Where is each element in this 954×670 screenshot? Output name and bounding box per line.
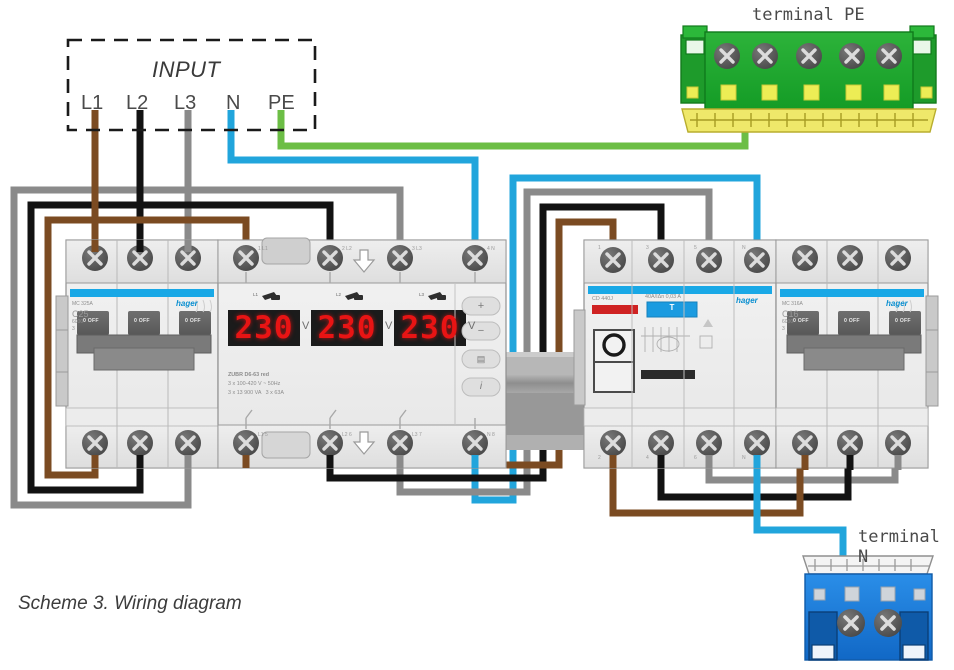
- device-mcb-right[interactable]: [775, 239, 939, 469]
- input-label-l1: L1: [81, 92, 104, 114]
- zubr-bottom-terminal-6: L2 6: [342, 432, 352, 438]
- rcd-terminal-screws[interactable]: [600, 247, 770, 456]
- zubr-display-l1: 230: [234, 310, 294, 346]
- wire-n-rcd-to-terminal: [753, 455, 847, 556]
- zubr-unit-l1: V: [302, 320, 310, 332]
- rcd-top-terminal-5: 5: [694, 245, 697, 251]
- terminal-n-block[interactable]: [802, 555, 934, 661]
- zubr-top-terminal-4: 4 N: [487, 246, 495, 252]
- zubr-bottom-terminal-7: L3 7: [412, 432, 422, 438]
- mcb-right-spec: 6000 3: [782, 319, 794, 333]
- mcb-right-cert-marks: [895, 299, 912, 313]
- zubr-phase-label-l1: L1: [253, 292, 259, 297]
- wire-l3-left-return: [10, 186, 404, 509]
- terminal-pe-block[interactable]: [680, 25, 937, 133]
- rcd-rating: 40A/IΔn 0,03 A: [645, 294, 681, 300]
- mcb-left-curve: C25: [72, 309, 89, 319]
- rcd-schematic-icon: [641, 319, 713, 352]
- mcb-right-type: MC 316A: [782, 301, 803, 307]
- plus-button[interactable]: +: [477, 300, 485, 312]
- zubr-display-l3: 230: [400, 310, 460, 346]
- mcb-left-toggles[interactable]: [76, 311, 212, 371]
- wire-l1-left-return: [44, 216, 250, 479]
- device-mcb-left[interactable]: [55, 239, 219, 469]
- mcb-left-terminal-screws[interactable]: [82, 245, 201, 456]
- zubr-phase-label-l3: L3: [419, 292, 425, 297]
- terminal-pe-screws[interactable]: [714, 43, 902, 69]
- terminal-n-screws[interactable]: [837, 609, 902, 637]
- wire-l3-zubr-to-rcd: [396, 188, 713, 496]
- mcb-left-toggle-label-1[interactable]: 0 OFF: [83, 318, 99, 324]
- zubr-spec-line-1: 3 x 100-420 V ~ 50Hz: [228, 381, 281, 387]
- input-label-l3: L3: [174, 92, 197, 114]
- rcd-top-terminal-n: N: [742, 245, 746, 251]
- zubr-unit-l2: V: [385, 320, 393, 332]
- terminal-n-comb-teeth: [808, 559, 929, 571]
- zubr-phase-label-l2: L2: [336, 292, 342, 297]
- rcd-bottom-terminal-2: 2: [598, 455, 601, 461]
- input-box-title: INPUT: [152, 57, 221, 82]
- minus-button[interactable]: −: [477, 325, 485, 337]
- mcb-left-type: MC 325A: [72, 301, 93, 307]
- mcb-left-toggle-label-2[interactable]: 0 OFF: [134, 318, 150, 324]
- rcd-bottom-terminal-n: N: [742, 455, 746, 461]
- mcb-left-spec: 6000 3: [72, 319, 84, 333]
- zubr-display-l2: 230: [317, 310, 377, 346]
- zubr-internal-leads: [245, 272, 476, 429]
- mcb-right-brand: hager: [886, 299, 908, 308]
- zubr-terminal-screws[interactable]: [233, 245, 488, 456]
- input-label-n: N: [226, 92, 241, 114]
- terminal-n-pads: [813, 586, 926, 602]
- zubr-top-terminal-3: 3 L3: [412, 246, 422, 252]
- rcd-test-button-label[interactable]: T: [669, 303, 675, 312]
- zubr-top-terminal-1: 1 L1: [258, 246, 268, 252]
- figure-caption: Scheme 3. Wiring diagram: [18, 593, 242, 614]
- zubr-model-line: ZUBR D6-63 red: [228, 372, 270, 378]
- rcd-bottom-terminal-6: 6: [694, 455, 697, 461]
- zubr-displays: [228, 310, 466, 346]
- zubr-bottom-terminal-5: L1 5: [258, 432, 268, 438]
- rcd-brand: hager: [736, 296, 758, 305]
- zubr-bottom-terminal-8: N 8: [487, 432, 495, 438]
- input-label-pe: PE: [268, 92, 295, 114]
- menu-button[interactable]: ▤: [476, 354, 486, 364]
- rcd-bottom-terminal-4: 4: [646, 455, 649, 461]
- terminal-pe-pads: [686, 84, 933, 101]
- terminal-pe-comb-teeth: [690, 113, 928, 127]
- device-rcd[interactable]: [573, 239, 777, 469]
- terminal-pe-caption: terminal PE: [752, 5, 865, 25]
- mcb-right-toggle-label-1[interactable]: 0 OFF: [793, 318, 809, 324]
- zubr-buttons[interactable]: [461, 296, 501, 397]
- wire-pe-input-to-terminal: [277, 110, 749, 150]
- mcb-left-cert-marks: [195, 299, 212, 313]
- mcb-left-toggle-label-3[interactable]: 0 OFF: [185, 318, 201, 324]
- rcd-top-terminal-1: 1: [598, 245, 601, 251]
- input-box: [66, 38, 317, 132]
- device-zubr-relay[interactable]: [217, 237, 507, 469]
- info-button[interactable]: i: [479, 381, 483, 392]
- mcb-right-toggles[interactable]: [786, 311, 922, 371]
- terminal-n-caption: terminal N: [858, 527, 940, 567]
- wire-l2-zubr-to-rcd: [326, 203, 665, 482]
- mcb-right-toggle-label-2[interactable]: 0 OFF: [844, 318, 860, 324]
- rcd-type: CD 440J: [592, 296, 613, 302]
- wire-n-input-to-zubr: [227, 110, 479, 250]
- zubr-unit-l3: V: [468, 320, 476, 332]
- zubr-direction-arrows: [352, 249, 376, 455]
- zubr-phase-icons: [262, 292, 446, 300]
- mcb-right-terminal-screws[interactable]: [792, 245, 911, 456]
- wire-l2-left-return: [27, 201, 334, 494]
- rcd-top-terminal-3: 3: [646, 245, 649, 251]
- zubr-spec-line-2: 3 x 13 900 VA 3 x 63A: [228, 390, 284, 396]
- zubr-top-terminal-2: 2 L2: [342, 246, 352, 252]
- mcb-left-brand: hager: [176, 299, 198, 308]
- wire-layer-foreground: [91, 240, 902, 470]
- mcb-right-curve: C16: [782, 309, 799, 319]
- input-label-l2: L2: [126, 92, 149, 114]
- mcb-right-toggle-label-3[interactable]: 0 OFF: [895, 318, 911, 324]
